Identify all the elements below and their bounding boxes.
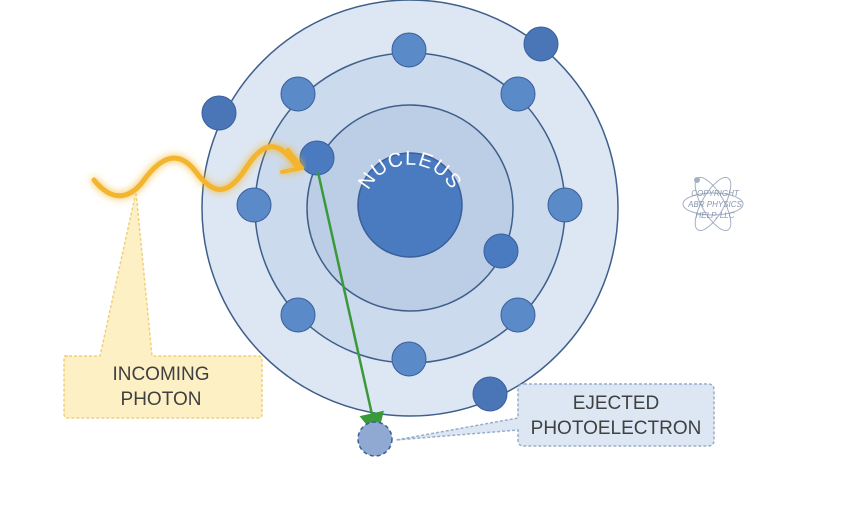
- electron: [280, 76, 316, 112]
- outer-shell-electrons: [201, 26, 559, 412]
- electron: [201, 95, 237, 131]
- electron: [236, 187, 272, 223]
- incoming-photon-label-line2: PHOTON: [121, 389, 202, 410]
- watermark-line3: HELP, LLC: [696, 211, 735, 220]
- electron: [500, 76, 536, 112]
- electron: [483, 233, 519, 269]
- ejection-arrow: [316, 171, 384, 438]
- photon-arrowhead: [280, 148, 304, 174]
- ejected-photoelectron-label-line1: EJECTED: [573, 393, 660, 414]
- electron: [523, 26, 559, 62]
- incoming-photon-label-line1: INCOMING: [112, 364, 209, 385]
- inner-shell-electrons: [299, 140, 519, 269]
- electron-struck: [299, 140, 335, 176]
- watermark-line2: ABR PHYSICS: [687, 200, 742, 209]
- electron: [500, 297, 536, 333]
- ejected-photoelectron-label-line2: PHOTOELECTRON: [531, 418, 702, 439]
- copyright-watermark: COPYRIGHT ABR PHYSICS HELP, LLC: [682, 176, 744, 232]
- ejected-electron: [357, 421, 393, 457]
- ejected-photoelectron-callout: EJECTED PHOTOELECTRON: [395, 383, 715, 447]
- watermark-line1: COPYRIGHT: [691, 189, 740, 198]
- photon-wave: [91, 144, 299, 199]
- electron: [472, 376, 508, 412]
- nucleus: [357, 152, 463, 258]
- electron: [280, 297, 316, 333]
- middle-shell-electrons: [236, 32, 583, 377]
- electron: [547, 187, 583, 223]
- electron: [391, 341, 427, 377]
- electron: [391, 32, 427, 68]
- atom-icon: [682, 176, 744, 232]
- incoming-photon-callout: INCOMING PHOTON: [63, 191, 263, 419]
